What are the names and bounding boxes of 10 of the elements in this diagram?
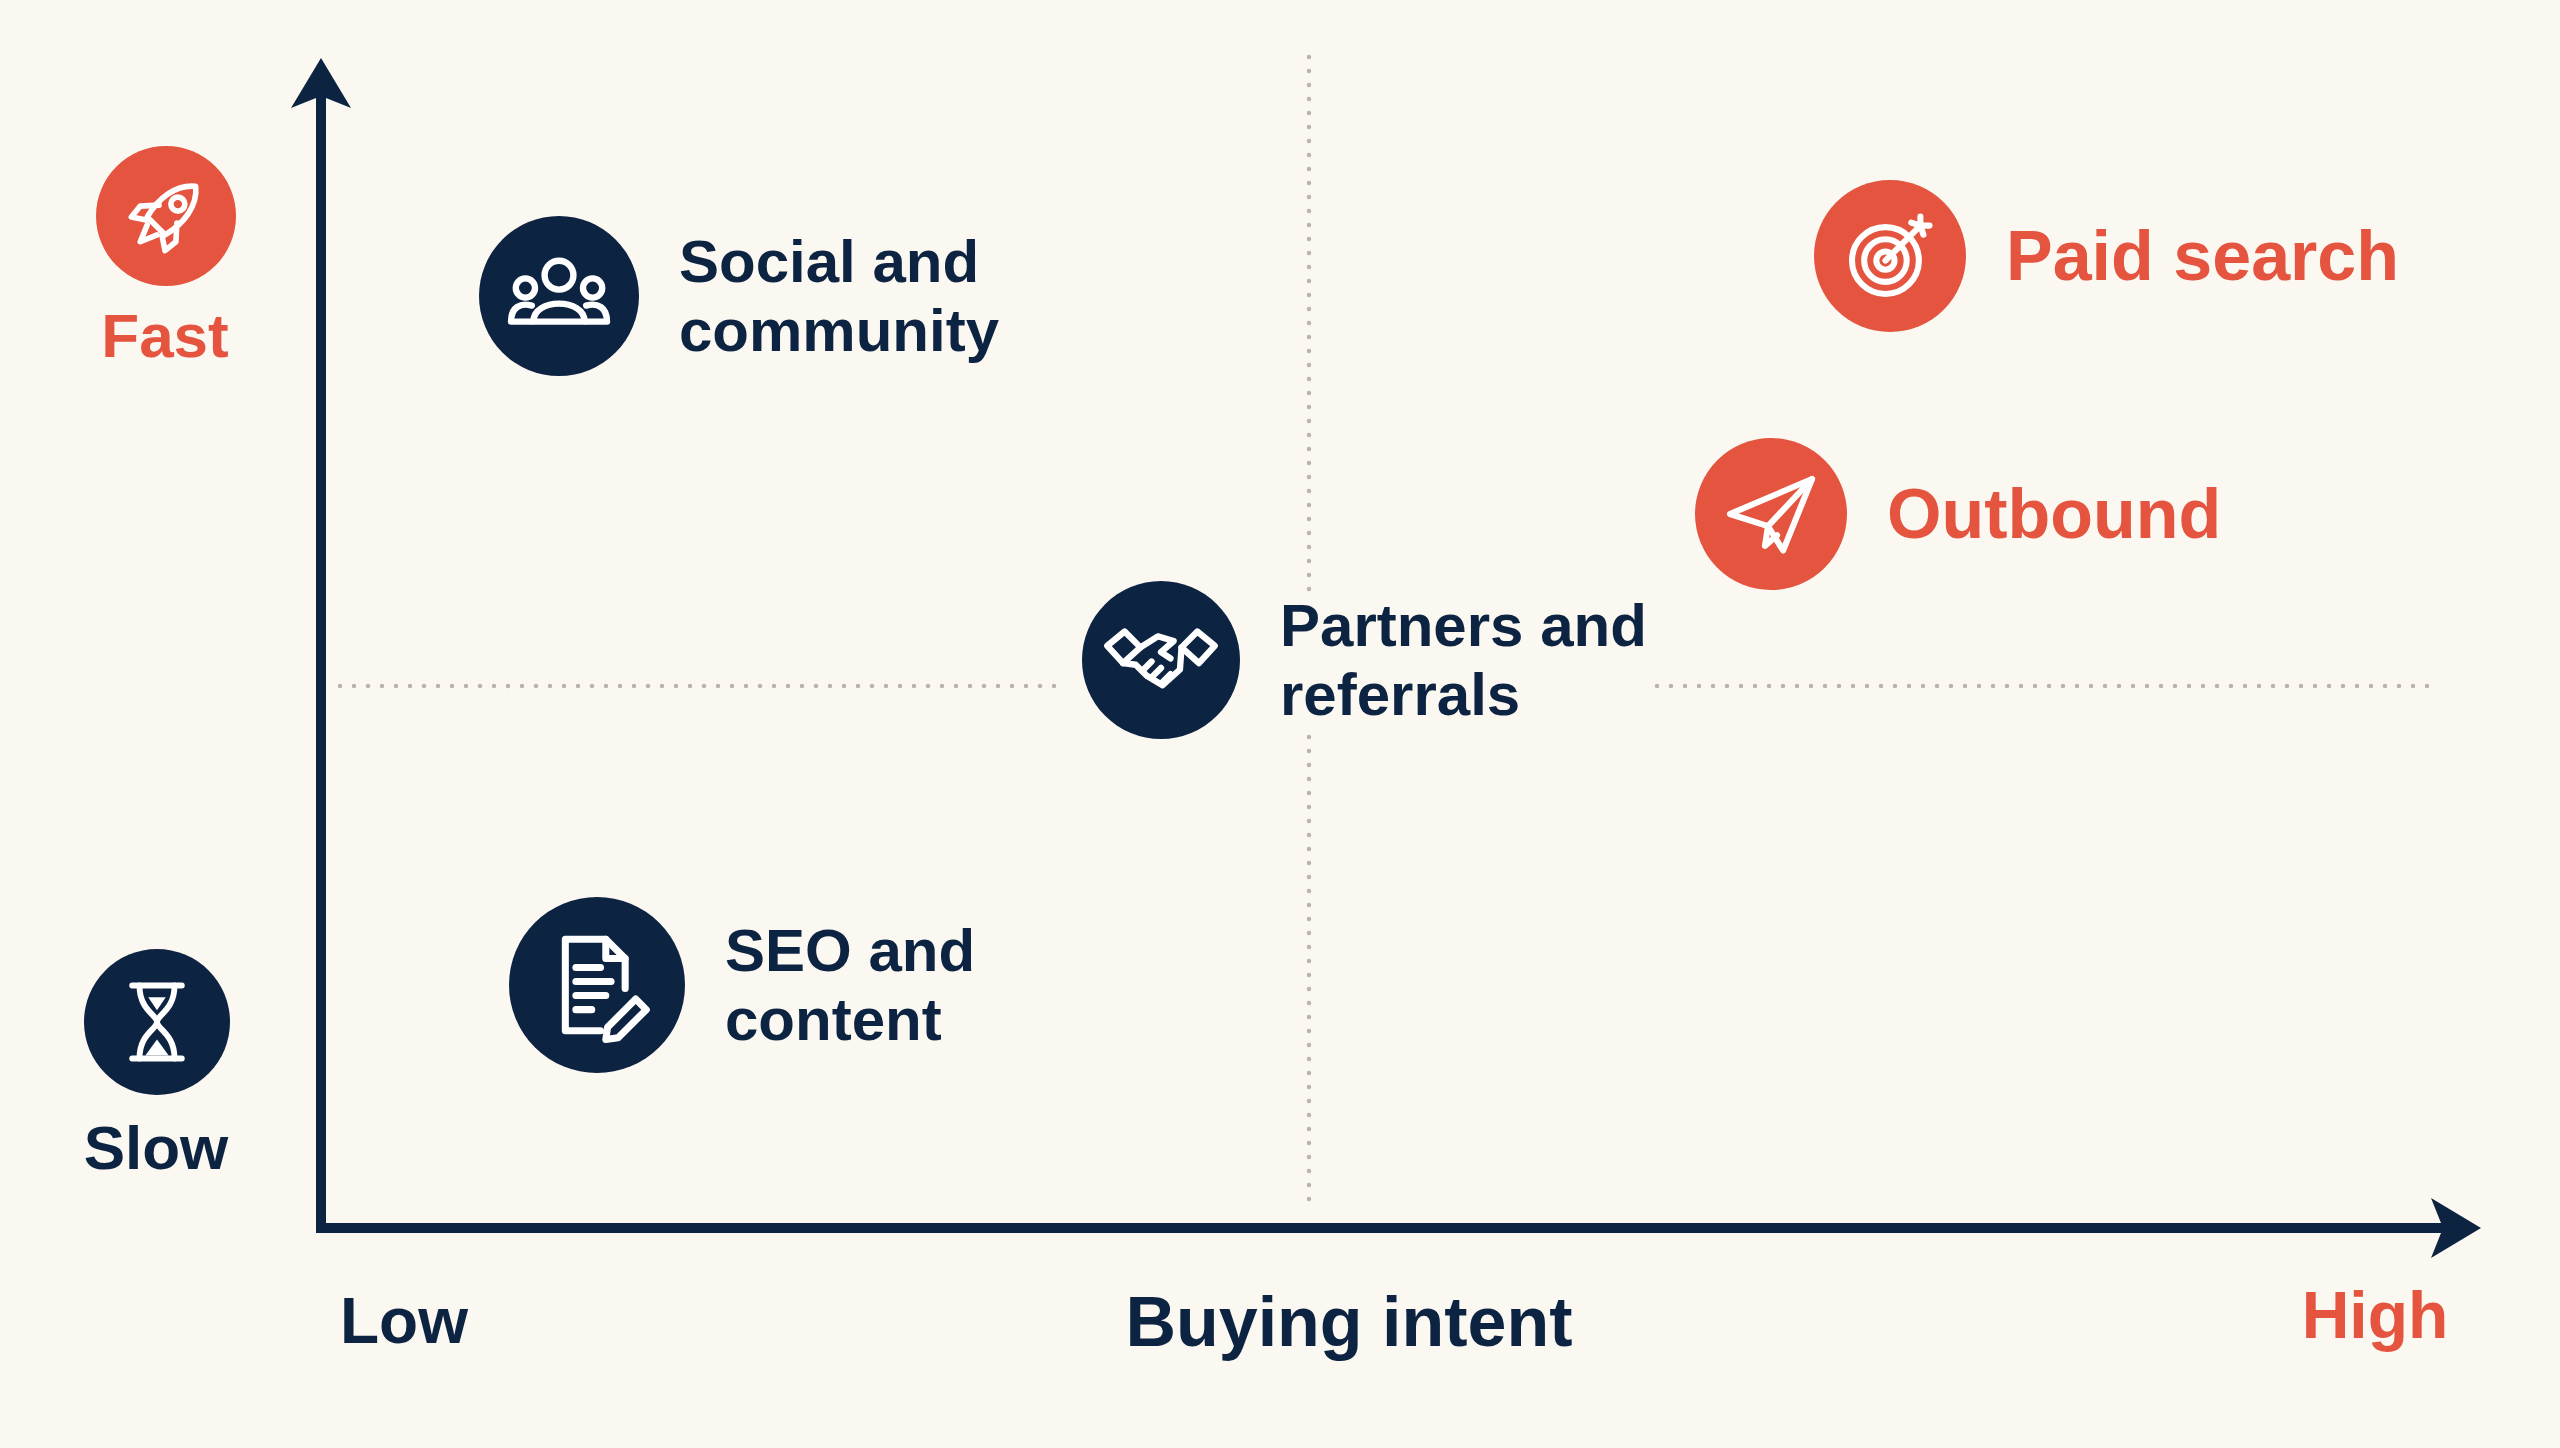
node-label: Paid search <box>2006 215 2399 297</box>
node-label: SEO and content <box>725 916 977 1054</box>
node-label: Partners and referrals <box>1280 591 1648 729</box>
node-label: Social and community <box>679 227 1001 365</box>
axis-label: Low <box>340 1284 468 1359</box>
axis-title: Buying intent <box>1125 1282 1573 1363</box>
node-label: Outbound <box>1887 473 2222 555</box>
axis-label: Slow <box>83 1112 229 1184</box>
axis-label: High <box>2301 1277 2449 1354</box>
axis-label: Fast <box>101 300 229 372</box>
